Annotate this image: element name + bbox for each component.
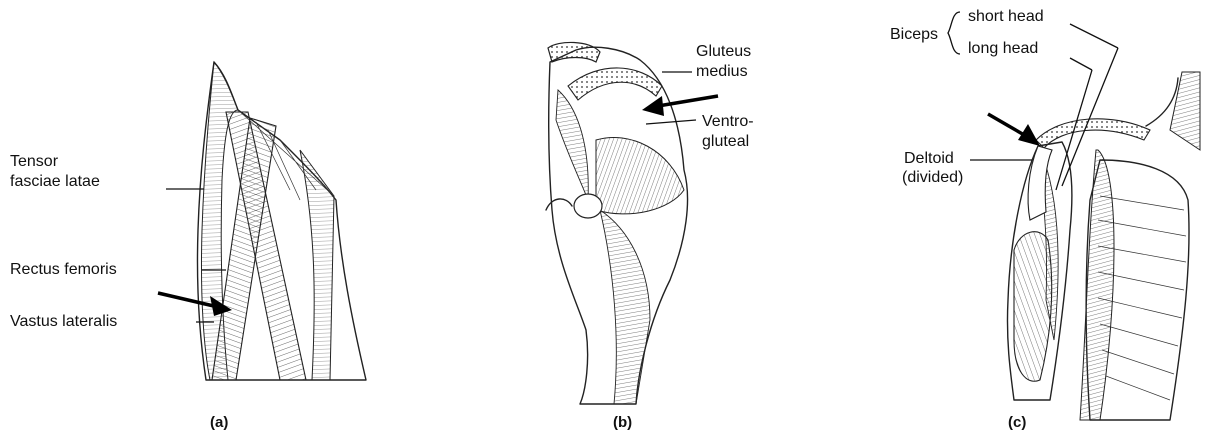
panel-shoulder: Biceps short head long head Deltoid (div… xyxy=(800,0,1208,444)
label-ventro-line1: Ventro- xyxy=(702,112,754,131)
caption-a: (a) xyxy=(210,414,228,431)
label-vastus-lateralis: Vastus lateralis xyxy=(10,312,117,331)
injection-site-arrow-c xyxy=(988,114,1040,146)
caption-b: (b) xyxy=(613,414,632,431)
label-tensor-line2: fasciae latae xyxy=(10,172,100,191)
label-deltoid-line2: (divided) xyxy=(902,168,963,187)
label-tensor-line1: Tensor xyxy=(10,152,58,171)
label-long-head: long head xyxy=(968,39,1038,58)
label-ventro-line2: gluteal xyxy=(702,132,749,151)
panel-thigh: Tensor fasciae latae Rectus femoris Vast… xyxy=(0,0,400,444)
label-gluteus-line2: medius xyxy=(696,62,748,81)
label-deltoid-line1: Deltoid xyxy=(904,149,954,168)
label-biceps: Biceps xyxy=(890,25,938,44)
thigh-illustration xyxy=(0,0,400,444)
label-short-head: short head xyxy=(968,7,1044,26)
panel-hip: Gluteus medius Ventro- gluteal (b) xyxy=(400,0,800,444)
label-gluteus-line1: Gluteus xyxy=(696,42,751,61)
caption-c: (c) xyxy=(1008,414,1026,431)
label-rectus-femoris: Rectus femoris xyxy=(10,260,117,279)
shoulder-illustration xyxy=(800,0,1208,444)
